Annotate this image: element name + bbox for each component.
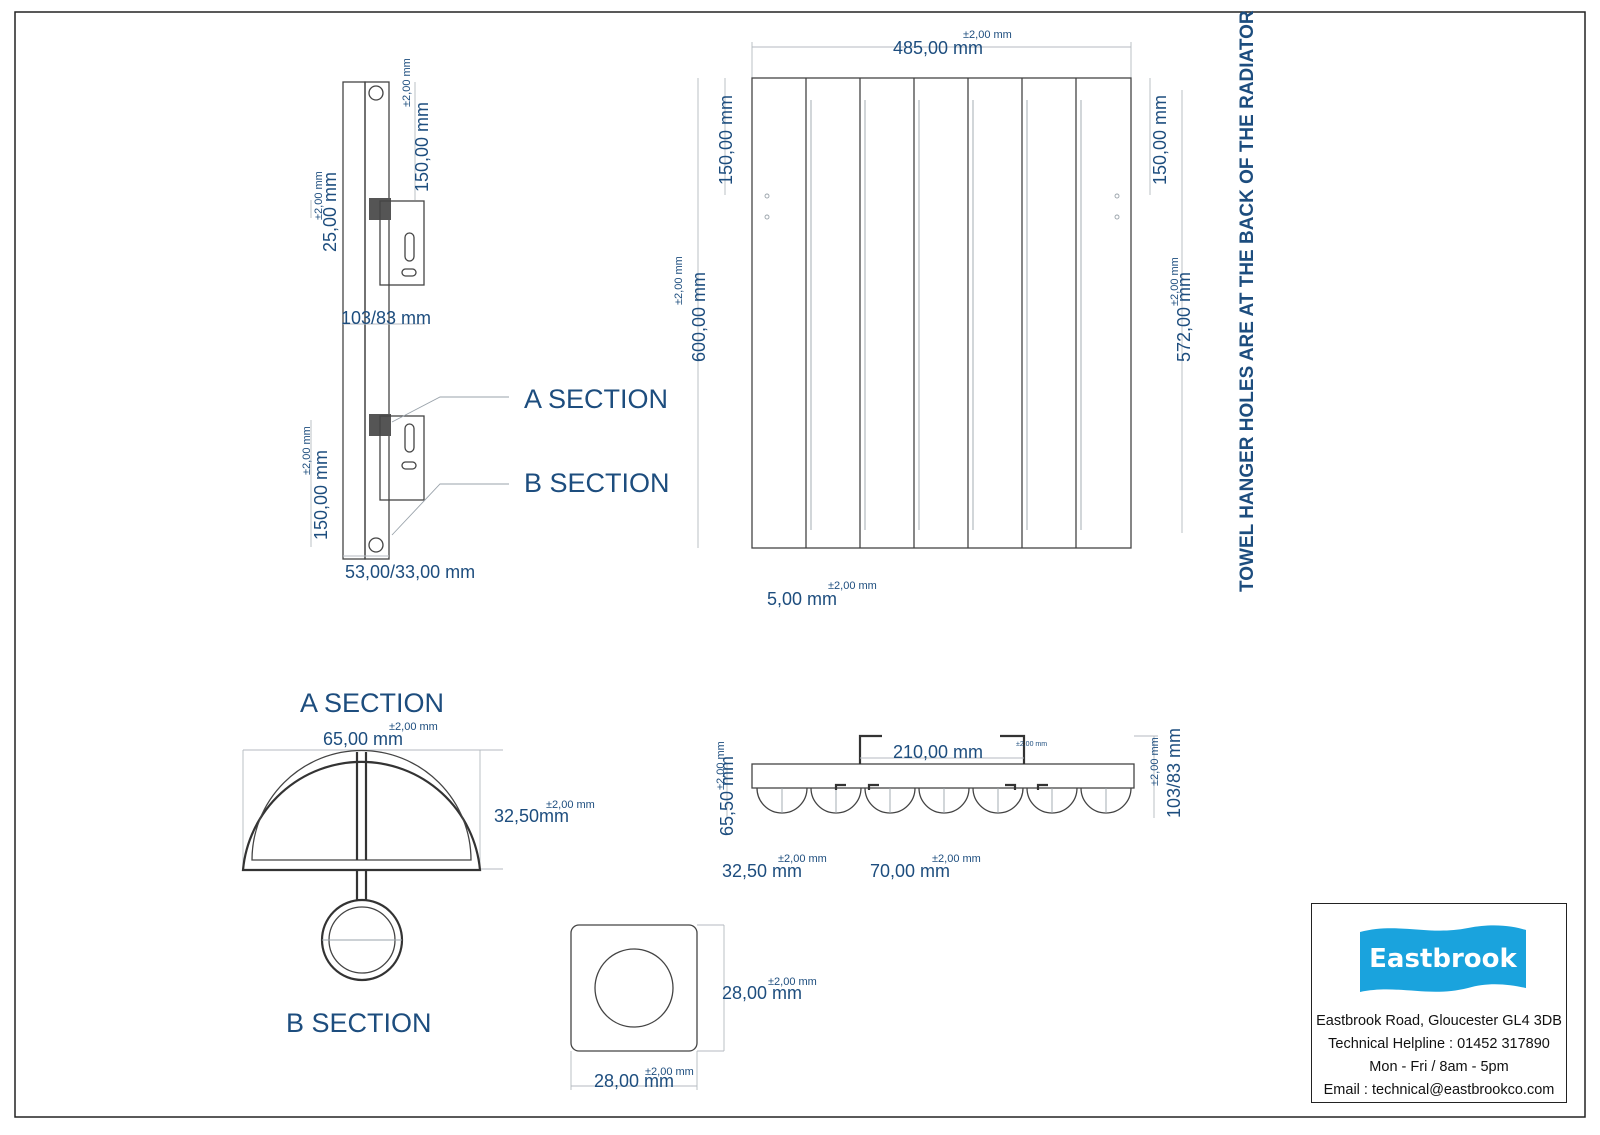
- side-view-back: [364, 81, 390, 560]
- bracket-clip: [1036, 783, 1048, 790]
- front-centres-tol: ±2,00 mm: [1169, 257, 1181, 306]
- side-top-offset: 150,00 mm: [412, 102, 432, 192]
- plan-header-bar: [751, 763, 1135, 789]
- technical-helpline: Technical Helpline : 01452 317890: [1328, 1036, 1550, 1052]
- a-section-height-tol: ±2,00 mm: [546, 799, 595, 811]
- side-wall-distance: 53,00/33,00 mm: [345, 562, 475, 582]
- plan-right-bracket: [1000, 734, 1026, 764]
- logo-flag: [1360, 925, 1526, 992]
- a-section-profile-inner: [251, 749, 472, 861]
- square-vertical-tol: ±2,00 mm: [768, 976, 817, 988]
- plan-depth-left-tol: ±2,00 mm: [715, 741, 727, 790]
- front-width-tol: ±2,00 mm: [963, 29, 1012, 41]
- square-vertical-size: 28,00 mm: [722, 983, 802, 1003]
- a-section-title: A SECTION: [300, 688, 444, 718]
- front-left-hole-offset: 150,00 mm: [716, 95, 736, 185]
- plan-end-offset-tol: ±2,00 mm: [778, 853, 827, 865]
- front-height: 600,00 mm: [689, 272, 709, 362]
- lower-bracket-slot: [404, 423, 415, 453]
- plan-bracket-centres: 210,00 mm: [893, 742, 983, 762]
- bracket-clip: [1005, 783, 1017, 790]
- company-info: Eastbrook Road, Gloucester GL4 3DB Techn…: [1312, 1010, 1566, 1102]
- front-centres: 572,00 mm: [1174, 272, 1194, 362]
- side-top-offset-tol: ±2,00 mm: [401, 58, 413, 107]
- b-section-title: B SECTION: [286, 1008, 432, 1038]
- title-block: Eastbrook Eastbrook Road, Gloucester GL4…: [1311, 903, 1567, 1103]
- plan-end-offset: 32,50 mm: [722, 861, 802, 881]
- eastbrook-logo: Eastbrook: [1360, 925, 1526, 992]
- side-bottom-offset: 150,00 mm: [311, 450, 331, 540]
- front-width: 485,00 mm: [893, 38, 983, 58]
- a-section-profile-outer: [241, 760, 482, 872]
- upper-bracket-hole: [401, 268, 417, 277]
- side-bracket-dim: 25,00 mm: [320, 172, 340, 252]
- b-section-callout: B SECTION: [524, 468, 670, 498]
- upper-bracket-slot: [404, 232, 415, 262]
- front-gap: 5,00 mm: [767, 589, 837, 609]
- square-profile: [570, 924, 698, 1052]
- towel-hanger-hole: [1114, 214, 1120, 220]
- a-section-width-tol: ±2,00 mm: [389, 721, 438, 733]
- contact-email: Email : technical@eastbrookco.com: [1323, 1082, 1555, 1098]
- bottom-fixing-hole: [368, 537, 384, 553]
- plan-bracket-centres-tol: ±2,00 mm: [1016, 741, 1047, 748]
- square-horizontal-tol: ±2,00 mm: [645, 1066, 694, 1078]
- a-section-height: 32,50mm: [494, 806, 569, 826]
- side-view: 150,00 mm ±2,00 mm 25,00 mm ±2,00 mm 103…: [301, 58, 670, 582]
- bracket-clip: [834, 783, 846, 790]
- a-section-width: 65,00 mm: [323, 729, 403, 749]
- plan-depth-right-tol: ±2,00 mm: [1149, 737, 1161, 786]
- upper-wall-bracket: [379, 200, 425, 286]
- logo-text: Eastbrook: [1369, 944, 1517, 974]
- a-section-callout: A SECTION: [524, 384, 668, 414]
- bracket-clip: [867, 783, 879, 790]
- plan-pitch: 70,00 mm: [870, 861, 950, 881]
- plan-pitch-tol: ±2,00 mm: [932, 853, 981, 865]
- b-section-leader: [391, 483, 509, 536]
- front-gap-tol: ±2,00 mm: [828, 580, 877, 592]
- towel-hanger-hole: [764, 214, 770, 220]
- side-bracket-tol: ±2,00 mm: [313, 171, 325, 220]
- a-section-leader: [391, 396, 509, 423]
- square-profile-hole: [594, 948, 674, 1028]
- plan-view: 210,00 mm ±2,00 mm 65,50 mm ±2,00 mm 103…: [715, 728, 1184, 881]
- b-section-square: 28,00 mm ±2,00 mm 28,00 mm ±2,00 mm: [570, 924, 817, 1091]
- towel-hanger-hole: [764, 193, 770, 199]
- side-depth: 103/83 mm: [341, 308, 431, 328]
- opening-hours: Mon - Fri / 8am - 5pm: [1369, 1059, 1509, 1075]
- front-right-hole-offset: 150,00 mm: [1150, 95, 1170, 185]
- radiator-outline: [751, 77, 1132, 549]
- plan-left-bracket: [858, 734, 882, 764]
- towel-hanger-hole: [1114, 193, 1120, 199]
- front-height-tol: ±2,00 mm: [673, 256, 685, 305]
- lower-wall-bracket: [379, 415, 425, 501]
- side-bottom-offset-tol: ±2,00 mm: [301, 426, 313, 475]
- square-horizontal-size: 28,00 mm: [594, 1071, 674, 1091]
- plan-depth-right: 103/83 mm: [1164, 728, 1184, 818]
- company-address: Eastbrook Road, Gloucester GL4 3DB: [1316, 1013, 1562, 1029]
- sheet-border: [14, 11, 1586, 1118]
- plan-depth-left: 65,50 mm: [717, 756, 737, 836]
- front-view: 485,00 mm ±2,00 mm 600,00 mm ±2,00 mm 15…: [673, 29, 1194, 609]
- towel-hanger-note: TOWEL HANGER HOLES ARE AT THE BACK OF TH…: [1237, 10, 1258, 592]
- section-detail: A SECTION 65,00 mm ±2,00 mm 32,50mm ±2,0…: [241, 688, 595, 1038]
- lower-bracket-hole: [401, 461, 417, 470]
- top-fixing-hole: [368, 85, 384, 101]
